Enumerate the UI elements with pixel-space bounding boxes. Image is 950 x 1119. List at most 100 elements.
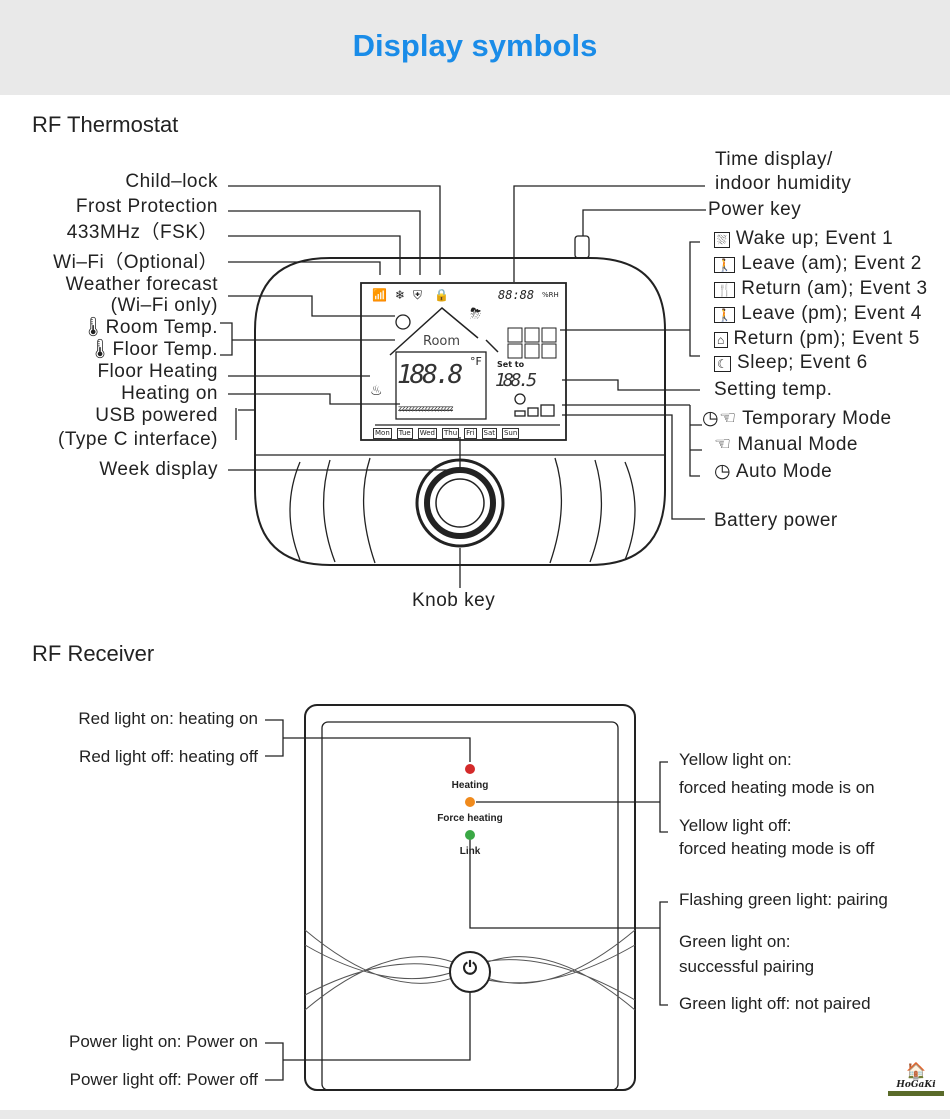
lcd-floor-heating-bar: ʑʑʑʑʑʑʑʑʑʑʑʑʑʑʑʑʑ bbox=[398, 404, 453, 413]
label-time-display: Time display/ bbox=[715, 149, 833, 170]
lcd-room-temp: 188.8 bbox=[397, 360, 463, 390]
label-power-on: Power light on: Power on bbox=[69, 1032, 258, 1051]
event-label: Wake up; Event 1 bbox=[735, 228, 894, 249]
label-room-temp: 🌡Room Temp. bbox=[81, 318, 218, 338]
lcd-screen bbox=[360, 282, 567, 441]
event-2: 🚶 Leave (am); Event 2 bbox=[714, 254, 922, 275]
event-label: Leave (am); Event 2 bbox=[741, 253, 922, 274]
brand-logo: 🏠 HoGaKi bbox=[888, 1062, 944, 1096]
lcd-heating-icon: ♨ bbox=[370, 383, 383, 399]
receiver-body bbox=[304, 704, 636, 1091]
section-title-thermostat: RF Thermostat bbox=[32, 112, 179, 137]
label-green-flashing: Flashing green light: pairing bbox=[679, 890, 888, 909]
label-knob-key: Knob key bbox=[412, 590, 496, 611]
label-yellow-off-desc: forced heating mode is off bbox=[679, 839, 875, 858]
lcd-lock-icon: 🔒 bbox=[434, 288, 449, 302]
label-wifi: Wi–Fi（Optional） bbox=[53, 252, 218, 273]
event-label: Return (pm); Event 5 bbox=[733, 328, 920, 349]
fork-knife-icon: 🍴 bbox=[714, 282, 736, 298]
logo-tagline-bar bbox=[888, 1091, 944, 1096]
label-week-display: Week display bbox=[99, 459, 218, 480]
event-6: ☾ Sleep; Event 6 bbox=[714, 353, 868, 374]
label-power-off: Power light off: Power off bbox=[69, 1070, 258, 1089]
day-wed: Wed bbox=[417, 428, 437, 439]
moon-icon: ☾ bbox=[714, 356, 732, 372]
label-usb-powered: USB powered bbox=[95, 405, 218, 426]
led-link-label: Link bbox=[459, 846, 481, 857]
label-battery-power: Battery power bbox=[714, 510, 838, 531]
mode-temporary: ◷☜ Temporary Mode bbox=[702, 409, 892, 429]
leader-lines bbox=[220, 185, 706, 588]
label-yellow-on-desc: forced heating mode is on bbox=[679, 778, 875, 797]
lcd-rf-shield-icon: ⛨ bbox=[413, 288, 423, 302]
lcd-room: Room bbox=[423, 334, 461, 349]
wake-up-icon: ⛆ bbox=[714, 232, 731, 248]
label-yellow-on: Yellow light on: bbox=[679, 750, 792, 769]
power-button[interactable]: ⏻ bbox=[462, 958, 478, 979]
label-setting-temp: Setting temp. bbox=[714, 379, 833, 400]
label-433mhz: 433MHz（FSK） bbox=[66, 222, 218, 243]
day-tue: Tue bbox=[396, 428, 413, 439]
label-weather-forecast: Weather forecast bbox=[65, 274, 218, 295]
clock-icon: ◷ bbox=[714, 461, 732, 482]
lcd-wifi-icon: 📶 bbox=[372, 288, 387, 302]
day-thu: Thu bbox=[442, 428, 460, 439]
label-green-on-desc: successful pairing bbox=[679, 957, 815, 976]
label-frost-protection: Frost Protection bbox=[75, 196, 218, 217]
header-band bbox=[0, 0, 950, 95]
label-red-on: Red light on: heating on bbox=[78, 709, 258, 728]
event-5: ⌂ Return (pm); Event 5 bbox=[714, 329, 920, 350]
event-label: Leave (pm); Event 4 bbox=[741, 303, 922, 324]
event-label: Sleep; Event 6 bbox=[737, 352, 868, 373]
label-indoor-humidity: indoor humidity bbox=[715, 173, 852, 194]
hand-icon: ☜ bbox=[714, 434, 732, 455]
section-title-receiver: RF Receiver bbox=[32, 641, 155, 666]
label-wifi-only: (Wi–Fi only) bbox=[110, 295, 218, 316]
lcd-set-temp: 188.5 bbox=[495, 370, 537, 391]
logo-text: HoGaKi bbox=[896, 1080, 936, 1090]
label-type-c: (Type C interface) bbox=[58, 429, 218, 450]
label-floor-heating: Floor Heating bbox=[97, 361, 218, 382]
leave-icon: 🚶 bbox=[714, 257, 736, 273]
day-sat: Sat bbox=[481, 428, 497, 439]
label-red-off: Red light off: heating off bbox=[79, 747, 258, 766]
label-child-lock: Child–lock bbox=[125, 171, 218, 192]
day-mon: Mon bbox=[373, 428, 392, 439]
mode-manual: ☜ Manual Mode bbox=[714, 435, 858, 455]
receiver-leader-lines bbox=[265, 719, 668, 1081]
label-yellow-off: Yellow light off: bbox=[679, 816, 792, 835]
led-heating bbox=[465, 764, 475, 774]
lcd-weather-icon: ⛈ bbox=[470, 306, 482, 322]
lcd-frost-icon: ❄ bbox=[395, 288, 406, 302]
lcd-set-to: Set to bbox=[497, 360, 525, 369]
leave-pm-icon: 🚶 bbox=[714, 307, 736, 323]
label-green-on: Green light on: bbox=[679, 932, 791, 951]
label-power-key: Power key bbox=[708, 199, 802, 220]
label-green-off: Green light off: not paired bbox=[679, 994, 871, 1013]
mode-label: Temporary Mode bbox=[742, 408, 892, 429]
mode-label: Manual Mode bbox=[737, 434, 858, 455]
label-heating-on: Heating on bbox=[121, 383, 218, 404]
thermometer-icon: 🌡 bbox=[81, 317, 106, 338]
lcd-humidity-unit: %RH bbox=[542, 291, 559, 299]
mode-auto: ◷ Auto Mode bbox=[714, 462, 832, 482]
lcd-clock: 88:88 bbox=[498, 288, 535, 302]
lcd-unit: °F bbox=[470, 355, 482, 368]
clock-hand-icon: ◷☜ bbox=[702, 408, 737, 429]
power-key[interactable] bbox=[575, 236, 589, 258]
lcd-week-days: Mon Tue Wed Thu Fri Sat Sun bbox=[373, 428, 520, 439]
floor-thermometer-icon: 🌡 bbox=[87, 339, 113, 360]
led-heating-label: Heating bbox=[451, 780, 489, 791]
day-fri: Fri bbox=[464, 428, 477, 439]
mode-label: Auto Mode bbox=[735, 461, 833, 482]
label-floor-temp: 🌡Floor Temp. bbox=[88, 340, 218, 360]
day-sun: Sun bbox=[501, 428, 520, 439]
led-force-heating-label: Force heating bbox=[437, 813, 503, 824]
event-label: Return (am); Event 3 bbox=[741, 278, 928, 299]
knob-key[interactable] bbox=[417, 460, 503, 546]
led-force-heating bbox=[465, 797, 475, 807]
label-floor-temp-text: Floor Temp. bbox=[112, 339, 218, 360]
label-room-temp-text: Room Temp. bbox=[105, 317, 218, 338]
house-leaf-icon: 🏠 bbox=[906, 1061, 926, 1080]
